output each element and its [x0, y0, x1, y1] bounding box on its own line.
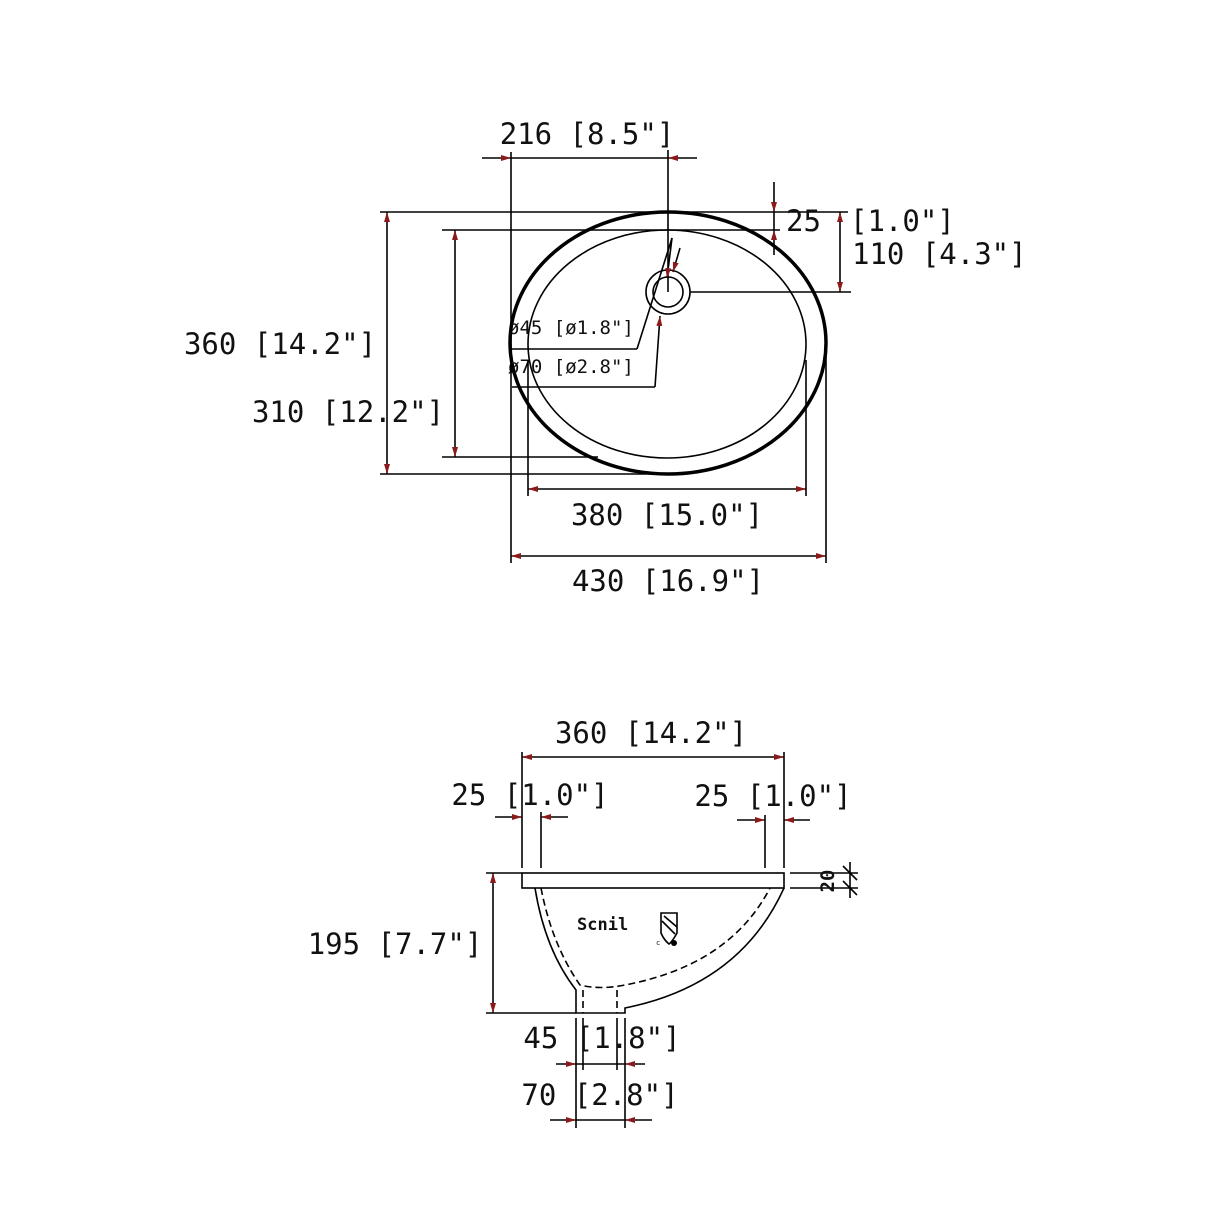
dim-label: ø45 [ø1.8"]: [508, 317, 634, 339]
dim-label: [1.0"]: [850, 204, 955, 238]
dim-label: 195 [7.7"]: [308, 927, 483, 961]
dim-side-width: 360 [14.2"]: [521, 716, 785, 868]
dim-label: 216 [8.5"]: [500, 117, 675, 151]
brand-logo: Scnil: [577, 915, 628, 935]
certification-shield-icon: c: [656, 912, 678, 947]
dim-label: 45 [1.8"]: [523, 1021, 680, 1055]
bowl-inner-profile: [540, 887, 771, 989]
dim-inner-depth: 310 [12.2"]: [252, 229, 780, 458]
dim-label: 25 [1.0"]: [451, 778, 608, 812]
dim-overall-depth: 360 [14.2"]: [184, 211, 848, 475]
basin-inner-bowl: [527, 229, 807, 459]
dim-height: 195 [7.7"]: [308, 872, 576, 1014]
dim-right-rim: 25 [1.0"]: [694, 779, 852, 868]
dim-rim-width: 25 [1.0"]: [771, 182, 955, 255]
dim-label: 25: [786, 204, 821, 238]
dim-rim-thickness: 20: [790, 862, 858, 898]
dim-label: 380 [15.0"]: [571, 498, 763, 532]
dim-label: 110 [4.3"]: [852, 237, 1027, 271]
dim-inner-width: 380 [15.0"]: [527, 360, 807, 532]
svg-text:c: c: [656, 939, 660, 947]
dim-label: 20: [817, 870, 839, 893]
top-view: 216 [8.5"] 360 [14.2"] 310 [12.2"] 25 [1…: [184, 117, 1027, 598]
side-view: Scnil c 360 [14.2"] 25 [1.0"] 25: [308, 716, 858, 1128]
dim-drain-diameters: ø45 [ø1.8"] ø70 [ø2.8"]: [508, 237, 681, 388]
dim-label: 360 [14.2"]: [555, 716, 747, 750]
dim-label: 430 [16.9"]: [572, 564, 764, 598]
dim-label: ø70 [ø2.8"]: [508, 356, 634, 378]
dim-drain-inner: 45 [1.8"]: [523, 1018, 681, 1070]
dim-left-rim: 25 [1.0"]: [451, 778, 609, 868]
rim-profile: [521, 872, 785, 889]
bowl-outer-profile: [534, 887, 785, 1014]
dim-label: 360 [14.2"]: [184, 327, 376, 361]
dim-overall-width: 430 [16.9"]: [510, 285, 827, 598]
dim-center-offset: 216 [8.5"]: [482, 117, 697, 292]
dim-label: 25 [1.0"]: [694, 779, 851, 813]
dim-drain-outer: 70 [2.8"]: [521, 1018, 679, 1128]
dim-label: 70 [2.8"]: [521, 1078, 678, 1112]
dim-label: 310 [12.2"]: [252, 395, 444, 429]
dim-drain-offset: 110 [4.3"]: [690, 212, 1027, 293]
